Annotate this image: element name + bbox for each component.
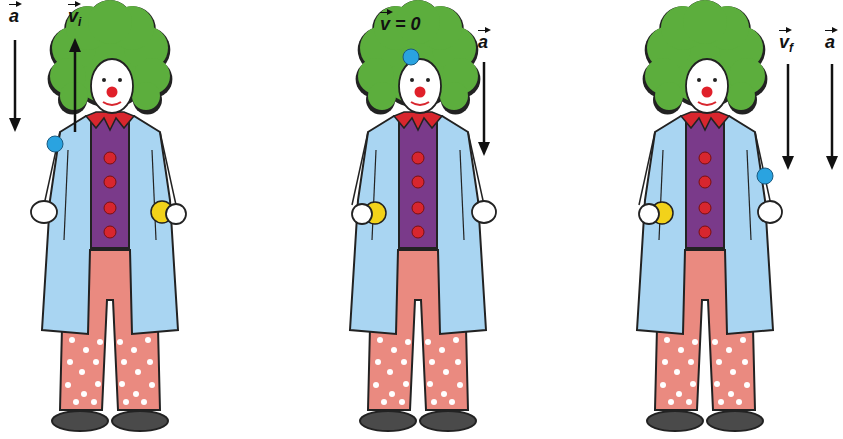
velocity-label: vi	[68, 6, 81, 29]
velocity-label: vf	[779, 32, 793, 55]
acceleration-label: a	[9, 6, 19, 28]
acceleration-label: a	[825, 32, 835, 54]
acceleration-label: a	[478, 32, 488, 54]
velocity-label: v = 0	[380, 14, 421, 36]
